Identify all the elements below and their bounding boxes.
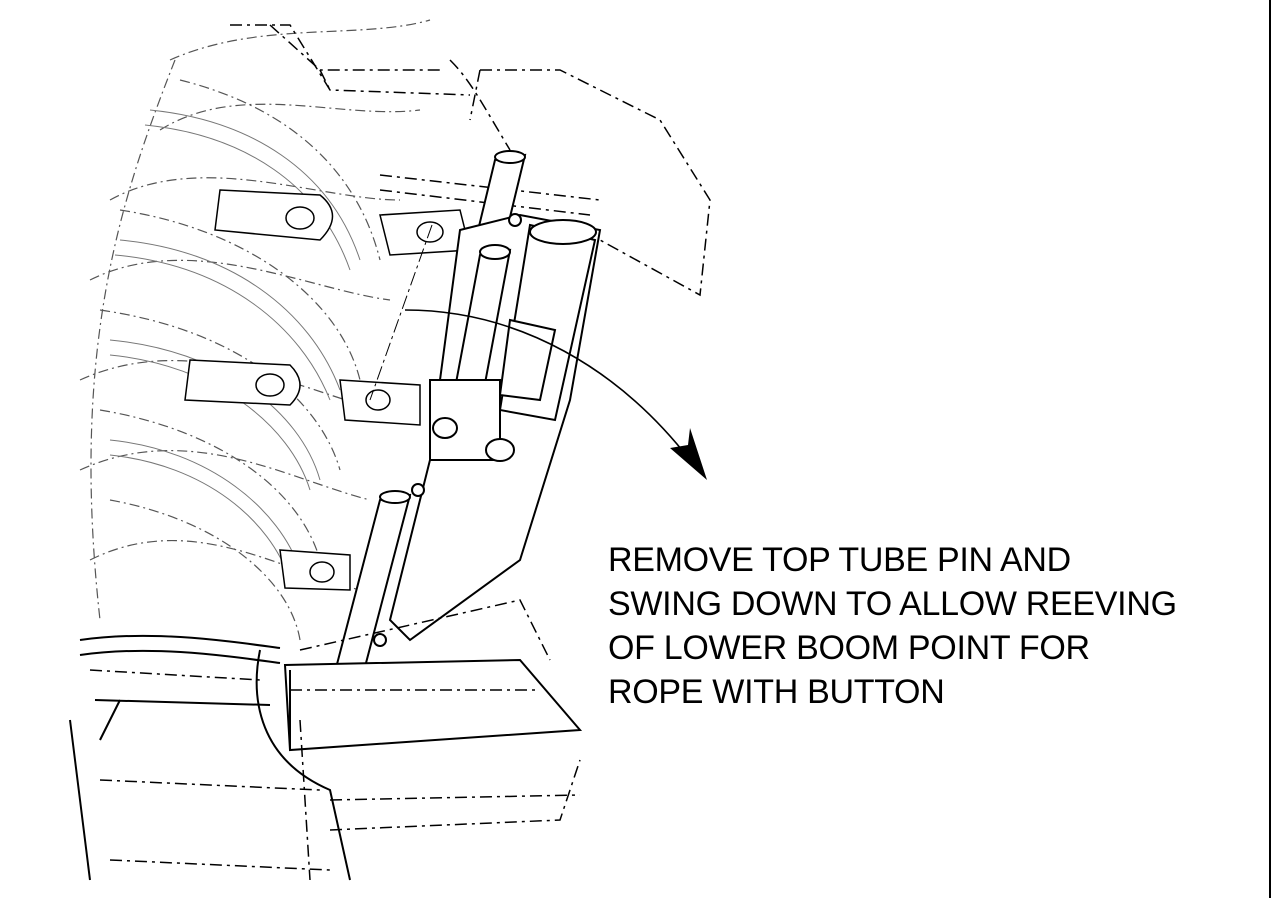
center-lines xyxy=(369,224,433,401)
tube-assembly xyxy=(323,150,602,720)
lower-boom xyxy=(69,634,583,881)
swing-arrow xyxy=(404,309,707,480)
boom-lugs xyxy=(184,189,471,591)
sheave-arcs xyxy=(109,109,361,581)
instruction-callout: REMOVE TOP TUBE PIN AND SWING DOWN TO AL… xyxy=(608,538,1268,714)
boom-lattice-phantom xyxy=(79,19,431,641)
instruction-line-2: SWING DOWN TO ALLOW REEVING xyxy=(608,585,1177,623)
instruction-line-4: ROPE WITH BUTTON xyxy=(608,673,945,711)
instruction-line-1: REMOVE TOP TUBE PIN AND xyxy=(608,541,1071,579)
instruction-line-3: OF LOWER BOOM POINT FOR xyxy=(608,629,1090,667)
lower-boom-phantom xyxy=(89,599,581,881)
